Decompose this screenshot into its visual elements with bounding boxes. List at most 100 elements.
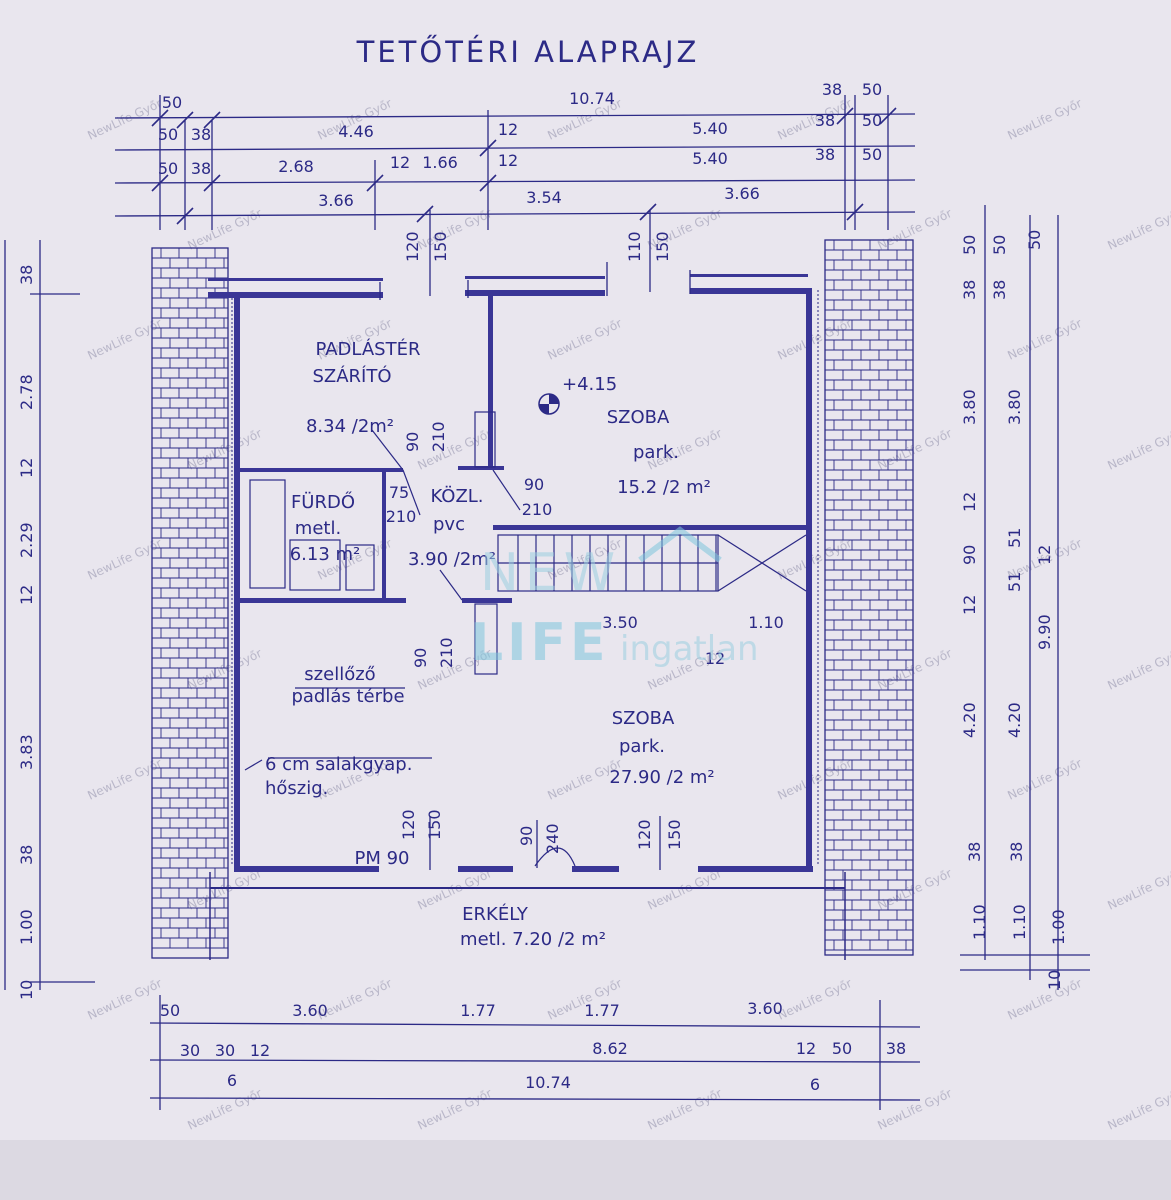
dim-top-r2-3: 12 <box>498 120 518 139</box>
dim-top-r1-1: 10.74 <box>569 89 615 108</box>
dim-top-r3-7: 38 <box>815 145 835 164</box>
bath-area: 6.13 m² <box>290 544 361 565</box>
door-bath-h: 210 <box>386 507 417 526</box>
dim-bot-r3-2: 6 <box>810 1075 820 1094</box>
chimney-units <box>474 411 498 675</box>
dim-bot-r2-0: 30 <box>180 1041 200 1060</box>
dim-r2-6: 38 <box>1007 842 1026 862</box>
dim-r2-8: 10 <box>1045 970 1064 990</box>
dim-r3-2: 9.90 <box>1035 614 1054 650</box>
dim-r1-6: 4.20 <box>960 702 979 738</box>
opening-labels: 120 150 110 150 90 210 75 210 90 210 90 … <box>386 231 784 854</box>
dim-bot-r2-3: 8.62 <box>592 1039 628 1058</box>
win1-w: 120 <box>403 231 422 262</box>
dim-bot-r2-5: 50 <box>832 1039 852 1058</box>
dim-r2-7: 1.10 <box>1010 904 1029 940</box>
dim-top-r2-4: 5.40 <box>692 119 728 138</box>
paper-edge <box>0 1140 1171 1200</box>
right-dimension-lines <box>960 205 1090 990</box>
brand-watermark-life: LIFE <box>470 613 610 673</box>
dim-bot-r2-2: 12 <box>250 1041 270 1060</box>
room-bottom-name: SZOBA <box>612 708 675 729</box>
room-bottom-area: 27.90 /2 m² <box>609 767 714 788</box>
stair-width: 1.10 <box>748 613 784 632</box>
dim-r2-0: 50 <box>990 235 1009 255</box>
left-dimension-labels: 38 2.78 12 2.29 12 3.83 38 1.00 10 <box>17 265 36 1000</box>
top-dimension-lines <box>114 95 916 230</box>
bath-floor: metl. <box>295 518 341 539</box>
brand-watermark-new: NEW <box>480 543 621 603</box>
top-dimension-ticks <box>151 107 897 225</box>
dim-bot-r1-4: 3.60 <box>747 999 783 1018</box>
room-top-area: 15.2 /2 m² <box>617 477 711 498</box>
room-bottom-floor: park. <box>619 736 665 757</box>
dim-top-r2-2: 4.46 <box>338 122 374 141</box>
dim-top-r3-4: 1.66 <box>422 153 458 172</box>
dim-top-r3-8: 50 <box>862 145 882 164</box>
dim-left-6: 38 <box>17 845 36 865</box>
dim-r3-0: 50 <box>1025 230 1044 250</box>
dim-r1-4: 90 <box>960 545 979 565</box>
attic-name: PADLÁSTÉR <box>316 338 421 360</box>
door-attic-w: 90 <box>403 432 422 452</box>
door-room-h: 210 <box>522 500 553 519</box>
dim-r1-8: 1.10 <box>970 904 989 940</box>
bot-win1-h: 150 <box>425 809 444 840</box>
stairs <box>497 534 807 592</box>
dim-r3-1: 12 <box>1035 545 1054 565</box>
room-top-floor: park. <box>633 442 679 463</box>
balcony-floor-area: metl. 7.20 /2 m² <box>460 929 606 950</box>
dim-bot-r3-1: 10.74 <box>525 1073 571 1092</box>
stair-length: 3.50 <box>602 613 638 632</box>
dim-r1-5: 12 <box>960 595 979 615</box>
dim-left-5: 3.83 <box>17 734 36 770</box>
dim-left-1: 2.78 <box>17 374 36 410</box>
insulation-note-2: hőszig. <box>265 778 328 799</box>
roof-hatch-left <box>151 247 229 959</box>
dim-bot-r3-0: 6 <box>227 1071 237 1090</box>
vent-note-2: padlás térbe <box>291 686 404 707</box>
dim-left-0: 38 <box>17 265 36 285</box>
door-swings <box>244 429 576 867</box>
dim-top-r3-6: 5.40 <box>692 149 728 168</box>
dim-r2-1: 38 <box>990 280 1009 300</box>
room-labels: PADLÁSTÉR SZÁRÍTÓ 8.34 /2m² SZOBA park. … <box>265 338 715 950</box>
dim-left-3: 2.29 <box>17 522 36 558</box>
dim-r2-2: 3.80 <box>1005 389 1024 425</box>
level-value: +4.15 <box>562 374 617 395</box>
dim-bot-r1-3: 1.77 <box>584 1001 620 1020</box>
bot-win2-h: 150 <box>665 819 684 850</box>
door-room-w: 90 <box>524 475 544 494</box>
balcony-name: ERKÉLY <box>462 903 529 925</box>
win1-h: 150 <box>431 231 450 262</box>
vent-note-1: szellőző <box>304 664 375 685</box>
attic-name2: SZÁRÍTÓ <box>312 365 391 387</box>
left-dimension-lines <box>4 240 95 990</box>
dim-r2-3: 51 <box>1005 528 1024 548</box>
dim-top-r3-1: 38 <box>191 159 211 178</box>
dim-top-r1-0: 50 <box>162 93 182 112</box>
bot-door-h: 240 <box>543 823 562 854</box>
dim-bot-r2-4: 12 <box>796 1039 816 1058</box>
dim-r1-3: 12 <box>960 492 979 512</box>
dim-top-r2-6: 50 <box>862 111 882 130</box>
bath-name: FÜRDŐ <box>291 491 355 513</box>
dim-r1-0: 50 <box>960 235 979 255</box>
dim-bot-r2-6: 38 <box>886 1039 906 1058</box>
dim-left-4: 12 <box>17 585 36 605</box>
door-pm-note: PM 90 <box>354 848 409 869</box>
door-lower-h: 210 <box>437 637 456 668</box>
dim-top-r4-0: 3.66 <box>318 191 354 210</box>
window-markers <box>379 210 691 870</box>
bottom-dimension-labels: 50 3.60 1.77 1.77 3.60 30 30 12 8.62 12 … <box>160 999 906 1094</box>
dim-top-r2-5: 38 <box>815 111 835 130</box>
bottom-dimension-lines <box>149 995 921 1110</box>
bot-door-w: 90 <box>517 826 536 846</box>
plan-title: TETŐTÉRI ALAPRAJZ <box>356 35 700 69</box>
hall-floor: pvc <box>433 514 465 535</box>
dim-r1-1: 38 <box>960 280 979 300</box>
dim-left-8: 10 <box>17 980 36 1000</box>
win2-w: 110 <box>625 231 644 262</box>
